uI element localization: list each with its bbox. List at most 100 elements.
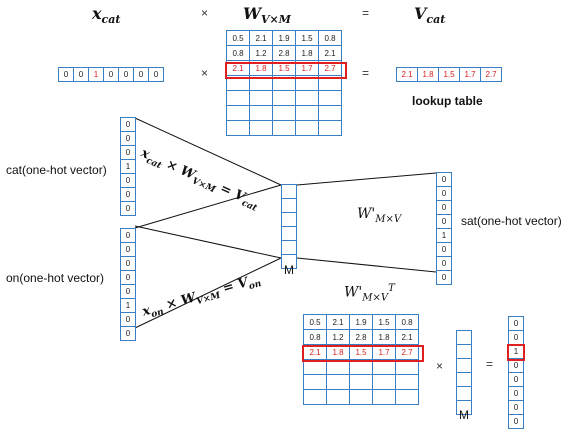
vector-cell: 0 (508, 386, 524, 401)
bottom-hidden-vector (456, 330, 472, 415)
matrix-cell: 2.1 (326, 314, 350, 330)
matrix-cell (349, 389, 373, 405)
vector-cell (456, 400, 472, 415)
vector-cell (281, 212, 297, 227)
vector-cell: 0 (436, 172, 452, 187)
vector-cell: 1 (436, 228, 452, 243)
matrix-row (226, 120, 342, 136)
result-cell: 1.5 (438, 67, 460, 82)
vector-cell: 0 (436, 214, 452, 229)
matrix-cell: 1.2 (326, 329, 350, 345)
matrix-cell (303, 374, 327, 390)
matrix-cell (372, 374, 396, 390)
hidden-layer-vector (281, 184, 297, 269)
vector-cell: 0 (120, 173, 136, 188)
matrix-cell: 0.8 (395, 314, 419, 330)
matrix-cell: 2.8 (349, 329, 373, 345)
w-prime-transpose-label: W'M×VT (344, 283, 395, 304)
bottom-times: × (436, 359, 444, 373)
matrix-cell (326, 374, 350, 390)
vector-cell: 0 (120, 187, 136, 202)
matrix-cell (318, 120, 342, 136)
vector-cell: 0 (120, 201, 136, 216)
vector-cell: 0 (436, 200, 452, 215)
vector-cell: 0 (120, 312, 136, 327)
onehot-cell: 0 (103, 67, 119, 82)
matrix-cell: 1.5 (372, 314, 396, 330)
lookup-table-label: lookup table (412, 94, 483, 108)
vector-cell (456, 330, 472, 345)
weight-matrix-highlight (225, 62, 347, 79)
sat-label: sat(one-hot vector) (461, 214, 562, 228)
vector-cell: 0 (120, 256, 136, 271)
matrix-cell: 2.1 (395, 329, 419, 345)
vector-cell: 0 (436, 270, 452, 285)
vector-cell: 0 (436, 186, 452, 201)
header-v-cat: Vcat (414, 4, 446, 27)
transpose-matrix-highlight (302, 345, 424, 362)
vector-cell: 0 (436, 256, 452, 271)
hidden-m-label: M (284, 263, 294, 277)
vector-cell: 0 (120, 270, 136, 285)
bottom-equals: = (486, 357, 494, 371)
vector-cell: 0 (120, 228, 136, 243)
matrix-cell (326, 389, 350, 405)
matrix-cell: 0.5 (303, 314, 327, 330)
vector-cell (281, 198, 297, 213)
matrix-cell (349, 374, 373, 390)
matrix-cell: 0.8 (303, 329, 327, 345)
vector-cell (281, 184, 297, 199)
row-times: × (201, 66, 209, 80)
vector-cell: 0 (508, 316, 524, 331)
onehot-cell: 0 (148, 67, 164, 82)
row-equals: = (362, 66, 370, 80)
vector-cell: 0 (120, 326, 136, 341)
vector-cell: 0 (508, 372, 524, 387)
matrix-row (303, 389, 419, 405)
matrix-cell: 1.8 (372, 329, 396, 345)
vector-cell: 0 (120, 242, 136, 257)
on-label: on(one-hot vector) (6, 271, 105, 285)
matrix-row (226, 90, 342, 106)
bottom-m-label: M (459, 408, 469, 422)
matrix-cell (395, 389, 419, 405)
header-times: × (201, 6, 209, 20)
vector-cell (456, 344, 472, 359)
vector-cell (456, 358, 472, 373)
vector-cell (456, 386, 472, 401)
header-w: WV×M (243, 4, 291, 27)
vector-cell: 1 (120, 298, 136, 313)
matrix-cell: 1.9 (349, 314, 373, 330)
matrix-cell: 0.8 (318, 30, 342, 46)
result-cell: 2.7 (480, 67, 502, 82)
matrix-cell (372, 389, 396, 405)
vector-cell: 0 (508, 330, 524, 345)
vector-cell (456, 372, 472, 387)
vector-cell (281, 226, 297, 241)
vector-cell: 0 (508, 414, 524, 429)
matrix-row (303, 374, 419, 390)
header-equals: = (362, 6, 370, 20)
vector-cell: 0 (508, 400, 524, 415)
vector-cell: 0 (120, 284, 136, 299)
vector-cell (281, 254, 297, 269)
vector-cell: 0 (120, 117, 136, 132)
cat-label: cat(one-hot vector) (6, 163, 107, 177)
w-prime-label: W'M×V (357, 206, 402, 225)
matrix-row (226, 75, 342, 91)
vector-cell (281, 240, 297, 255)
